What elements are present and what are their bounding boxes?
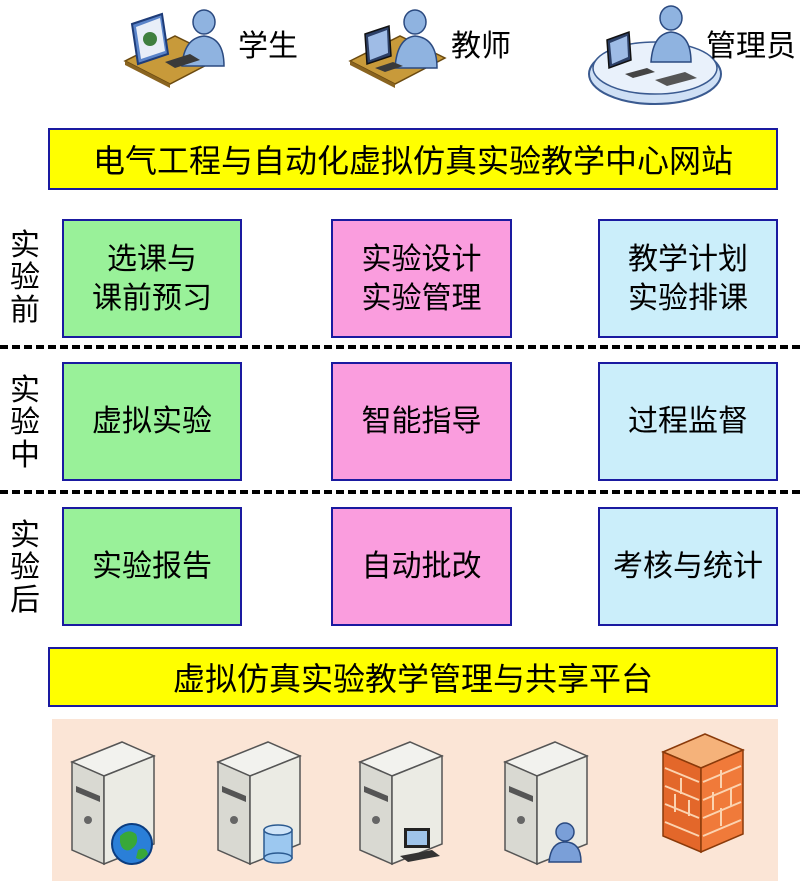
web-server-icon [62, 732, 162, 872]
role-label-teacher: 教师 [451, 29, 511, 64]
cell-virtual-experiment: 虚拟实验 [62, 362, 242, 481]
cell-auto-grading: 自动批改 [331, 507, 512, 626]
user-server-icon [495, 732, 595, 872]
divider-1 [0, 345, 800, 349]
stage-label-before: 实 验 前 [10, 228, 40, 328]
cell-course-selection: 选课与 课前预习 [62, 219, 242, 338]
role-label-admin: 管理员 [706, 29, 796, 64]
database-server-icon [208, 732, 308, 872]
teacher-computer-icon [345, 6, 450, 88]
bottom-banner: 虚拟仿真实验教学管理与共享平台 [48, 647, 778, 707]
cell-smart-guidance: 智能指导 [331, 362, 512, 481]
role-label-student: 学生 [238, 29, 298, 64]
cell-experiment-report: 实验报告 [62, 507, 242, 626]
firewall-icon [655, 730, 750, 860]
top-banner: 电气工程与自动化虚拟仿真实验教学中心网站 [48, 128, 778, 190]
student-computer-icon [120, 6, 230, 88]
cell-experiment-design: 实验设计 实验管理 [331, 219, 512, 338]
stage-label-after: 实 验 后 [10, 518, 40, 618]
cell-teaching-plan: 教学计划 实验排课 [598, 219, 778, 338]
cell-assessment-statistics: 考核与统计 [598, 507, 778, 626]
cell-process-supervision: 过程监督 [598, 362, 778, 481]
computer-server-icon [350, 732, 450, 872]
stage-label-during: 实 验 中 [10, 373, 40, 473]
divider-2 [0, 490, 800, 494]
admin-workstation-icon [585, 2, 725, 112]
